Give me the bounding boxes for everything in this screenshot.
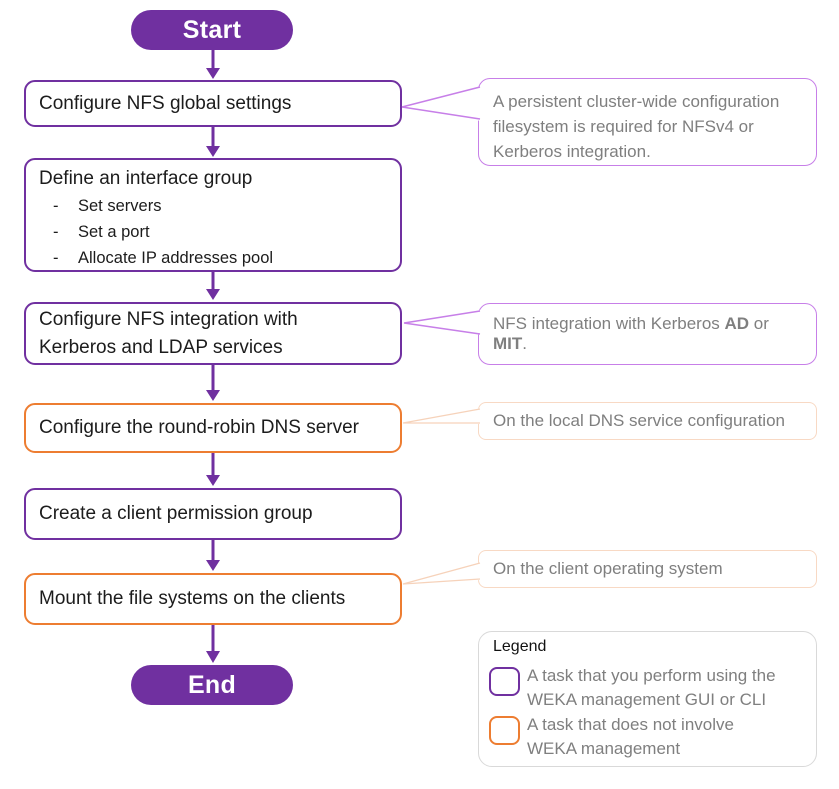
flow-arrow-step4-to-step5 <box>206 453 220 486</box>
legend: Legend A task that you perform using the… <box>478 631 817 767</box>
start-label: Start <box>182 15 242 44</box>
step-define-interface-group: Define an interface group Set servers Se… <box>24 158 402 272</box>
flow-arrow-step6-to-end <box>206 625 220 663</box>
step-sub-item: Set servers <box>39 197 392 216</box>
legend-item-label: A task that does not involve WEKA manage… <box>527 715 734 758</box>
sub-item-text: Allocate IP addresses pool <box>78 249 274 267</box>
note-text: On the local DNS service configuration <box>493 411 785 430</box>
step-configure-nfs-global-settings: Configure NFS global settings <box>24 80 402 127</box>
end-terminator: End <box>131 665 293 705</box>
note-kerberos: NFS integration with Kerberos AD or MIT. <box>478 303 817 365</box>
flow-arrow-step3-to-step4 <box>206 365 220 401</box>
step-label: Configure NFS integration with Kerberos … <box>39 308 298 358</box>
weka-task-swatch-icon <box>489 667 520 696</box>
legend-item-label: A task that you perform using the WEKA m… <box>527 666 776 709</box>
sub-item-text: Set servers <box>78 197 162 215</box>
step-create-client-permission-group: Create a client permission group <box>24 488 402 540</box>
step-configure-nfs-kerberos-ldap: Configure NFS integration with Kerberos … <box>24 302 402 365</box>
note-global-settings: A persistent cluster-wide configuration … <box>478 78 817 166</box>
callout-tail-kerberos <box>403 310 481 335</box>
step-label: Mount the file systems on the clients <box>39 588 346 609</box>
step-sub-item: Allocate IP addresses pool <box>39 249 392 268</box>
callout-tail-mount <box>402 562 481 585</box>
step-mount-file-systems: Mount the file systems on the clients <box>24 573 402 625</box>
note-mount: On the client operating system <box>478 550 817 588</box>
step-label: Create a client permission group <box>39 503 313 524</box>
callout-tail-dns <box>402 408 481 424</box>
flow-arrow-step5-to-step6 <box>206 540 220 571</box>
end-label: End <box>187 670 237 699</box>
step-label: Define an interface group <box>39 168 253 189</box>
note-text: NFS integration with Kerberos AD or MIT. <box>493 314 769 353</box>
sub-item-text: Set a port <box>78 223 150 241</box>
non-weka-task-swatch-icon <box>489 716 520 745</box>
step-label: Configure NFS global settings <box>39 92 292 114</box>
note-text: On the client operating system <box>493 559 723 578</box>
flow-arrow-step2-to-step3 <box>206 272 220 300</box>
step-configure-round-robin-dns: Configure the round-robin DNS server <box>24 403 402 453</box>
note-dns: On the local DNS service configuration <box>478 402 817 440</box>
start-terminator: Start <box>131 10 293 50</box>
step-label: Configure the round-robin DNS server <box>39 417 359 438</box>
callout-tail-global-settings <box>401 86 481 121</box>
step-sub-item: Set a port <box>39 223 392 242</box>
note-text: A persistent cluster-wide configuration … <box>493 92 780 161</box>
legend-title: Legend <box>493 638 547 655</box>
flow-arrow-step1-to-step2 <box>206 127 220 157</box>
flow-arrow-start-to-step1 <box>206 50 220 79</box>
